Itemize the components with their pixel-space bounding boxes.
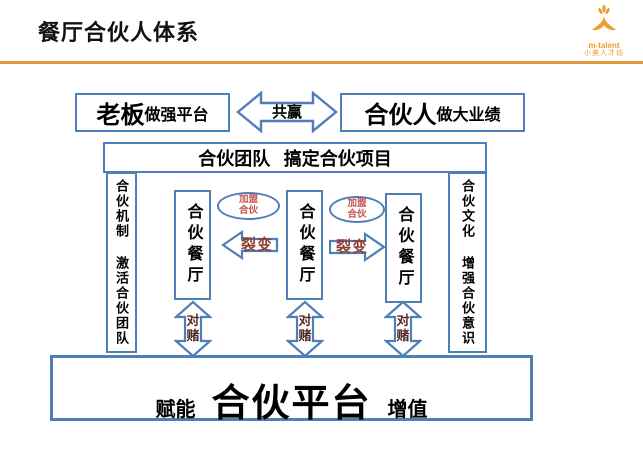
franchise-ellipse-1: 加盟 合伙 xyxy=(217,192,280,220)
boss-box-emphasis: 老板 xyxy=(96,103,145,129)
restaurant-box-2: 合伙餐厅 xyxy=(286,190,323,300)
bet-arrow-1: 对 赌 xyxy=(174,300,212,358)
split-label: 裂变 xyxy=(241,237,274,254)
bet-label-line1: 对 xyxy=(298,313,312,329)
brand-subtitle: 小美人才坊 xyxy=(584,50,624,58)
split-label: 裂变 xyxy=(336,239,369,256)
mechanism-column: 合伙机制 激活合伙团队 xyxy=(106,172,137,353)
partner-box-rest: 做大业绩 xyxy=(436,106,501,124)
bet-label-line1: 对 xyxy=(186,313,200,329)
franchise-label-line2: 合伙 xyxy=(347,209,367,220)
left-arrow-icon xyxy=(221,230,279,260)
restaurant-label: 合伙餐厅 xyxy=(184,203,202,287)
restaurant-label: 合伙餐厅 xyxy=(395,206,413,290)
restaurant-box-3: 合伙餐厅 xyxy=(385,193,422,303)
culture-column: 合伙文化 增强合伙意识 xyxy=(448,172,487,353)
brand-name: m-talent xyxy=(588,40,620,50)
right-arrow-icon xyxy=(329,232,386,262)
win-win-arrow: 共赢 xyxy=(236,89,338,135)
team-header-label: 合伙团队 搞定合伙项目 xyxy=(198,148,392,169)
bet-label: 对 赌 xyxy=(384,313,422,344)
bet-label-line2: 赌 xyxy=(298,328,312,343)
page-title: 餐厅合伙人体系 xyxy=(38,20,200,45)
bet-label-line2: 赌 xyxy=(396,328,410,343)
restaurant-label: 合伙餐厅 xyxy=(296,203,314,287)
bet-label: 对 赌 xyxy=(174,313,212,344)
bet-arrow-2: 对 赌 xyxy=(286,300,324,358)
bet-label-line2: 赌 xyxy=(186,328,200,343)
culture-column-label: 合伙文化 增强合伙意识 xyxy=(460,179,475,346)
platform-title: 合伙平台 xyxy=(211,383,372,425)
split-arrow-left: 裂变 xyxy=(221,230,279,260)
brand-logo: m-talent 小美人才坊 xyxy=(575,3,633,58)
franchise-label-line1: 加盟 xyxy=(347,198,367,209)
person-icon xyxy=(591,4,617,31)
platform-prefix: 赋能 xyxy=(155,399,196,421)
franchise-ellipse-2: 加盟 合伙 xyxy=(329,196,385,223)
team-header-box: 合伙团队 搞定合伙项目 xyxy=(103,142,487,173)
double-arrow-icon xyxy=(236,90,338,134)
boss-box: 老板 做强平台 xyxy=(75,93,230,132)
franchise-label-line2: 合伙 xyxy=(238,206,258,216)
restaurant-box-1: 合伙餐厅 xyxy=(174,190,211,300)
bet-arrow-3: 对 赌 xyxy=(384,300,422,358)
mechanism-column-label: 合伙机制 激活合伙团队 xyxy=(114,179,129,346)
boss-box-rest: 做强平台 xyxy=(144,106,209,124)
split-arrow-right: 裂变 xyxy=(329,232,386,262)
platform-box: 赋能 合伙平台 增值 xyxy=(50,355,533,425)
win-win-label: 共赢 xyxy=(271,105,302,121)
partner-box-emphasis: 合伙人 xyxy=(364,103,437,129)
platform-suffix: 增值 xyxy=(387,399,428,421)
franchise-label-line1: 加盟 xyxy=(238,195,258,206)
partner-box: 合伙人 做大业绩 xyxy=(340,93,525,132)
header-divider xyxy=(0,61,643,64)
bet-label-line1: 对 xyxy=(396,313,410,329)
bet-label: 对 赌 xyxy=(286,313,324,344)
